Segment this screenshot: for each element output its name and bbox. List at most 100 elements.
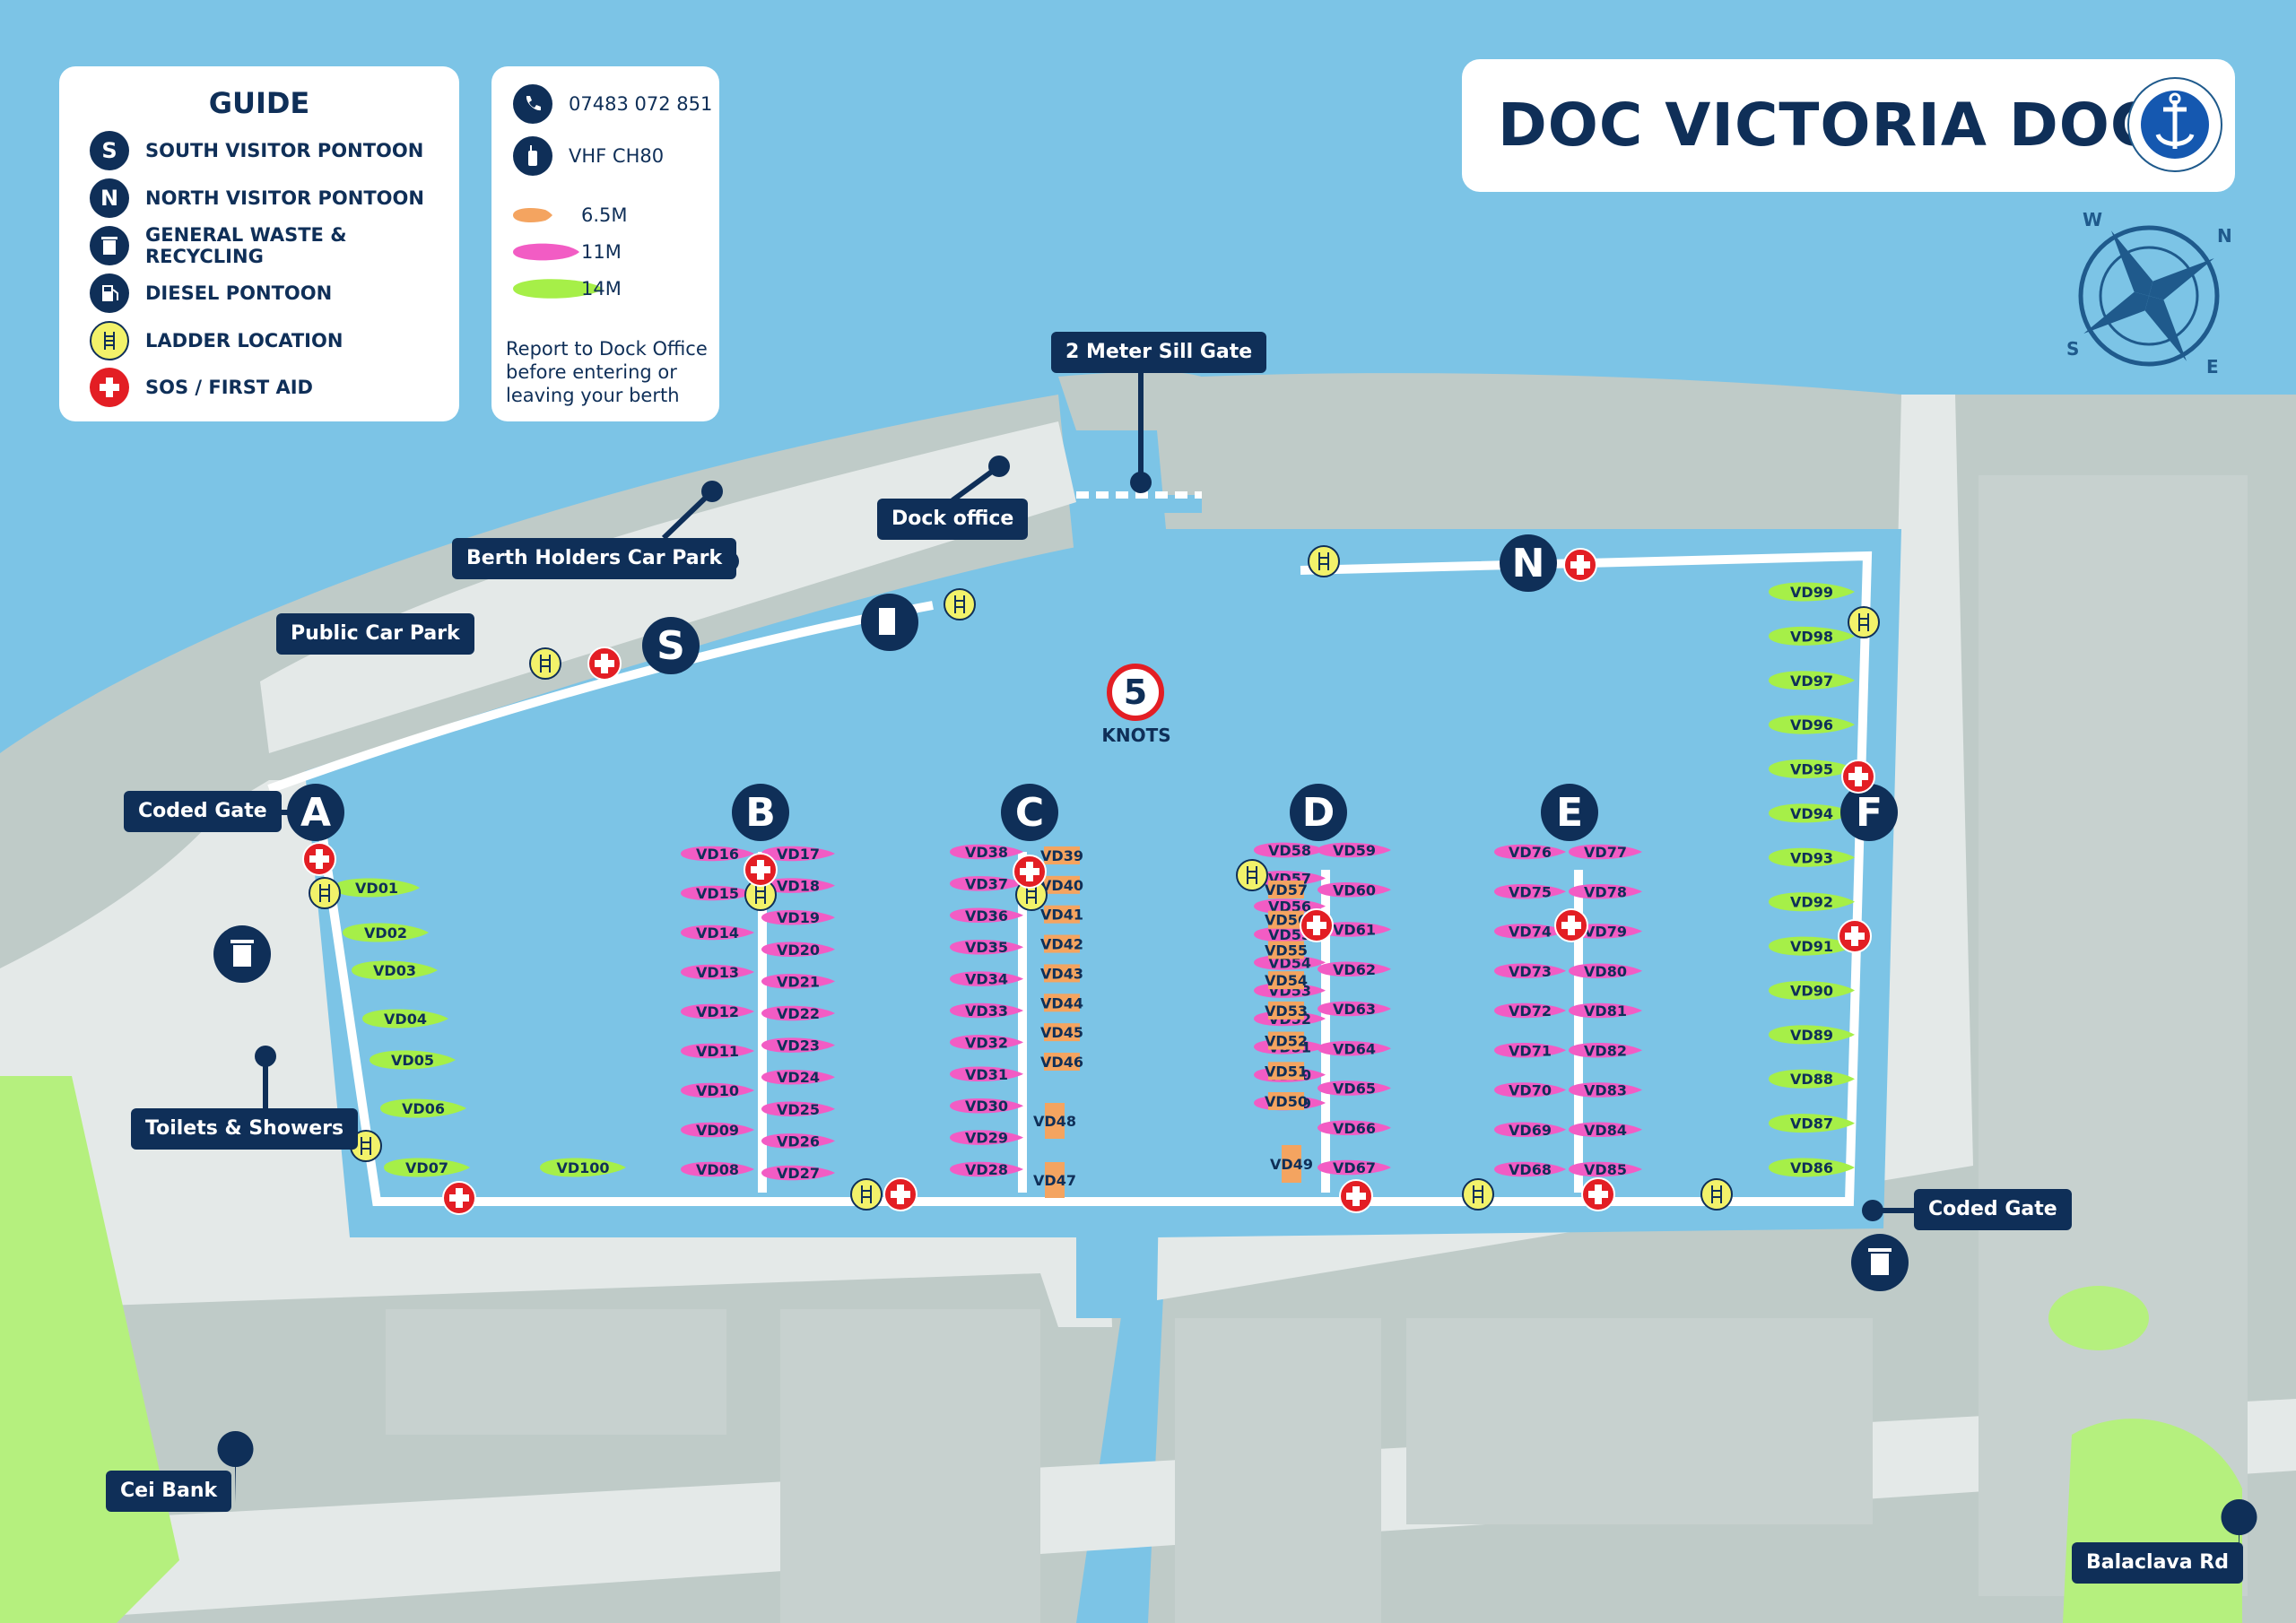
berth-vd34[interactable] [950,971,1023,986]
berth-vd28[interactable] [950,1161,1023,1177]
toilets-label[interactable]: Toilets & Showers [131,1108,359,1150]
berth-vd80[interactable] [1569,963,1642,979]
berth-vd83[interactable] [1569,1082,1642,1098]
pontoon-c-marker[interactable] [1001,784,1058,841]
berth-vd77[interactable] [1569,844,1642,860]
berth-vd23[interactable] [761,1037,835,1053]
berth-vd67[interactable] [1318,1159,1391,1176]
berth-vd16[interactable] [681,846,754,862]
berth-vd59[interactable] [1318,842,1391,858]
berth-vd88[interactable] [1769,1069,1855,1089]
berth-vd09[interactable] [681,1122,754,1138]
berth-vd57[interactable] [1268,881,1304,898]
berth-vd49[interactable] [1282,1145,1301,1183]
berth-vd48[interactable] [1045,1103,1065,1139]
pontoon-a-marker[interactable] [287,784,344,841]
berth-vd51[interactable] [1268,1062,1304,1081]
berth-vd19[interactable] [761,909,835,925]
berth-vd81[interactable] [1569,1002,1642,1019]
berth-vd94[interactable] [1769,803,1855,823]
berth-vd73[interactable] [1494,963,1566,979]
berth-vd12[interactable] [681,1003,754,1020]
sill-gate-label[interactable]: 2 Meter Sill Gate [1051,332,1267,373]
berth-vd66[interactable] [1318,1120,1391,1136]
berth-vd15[interactable] [681,885,754,901]
berth-vd07[interactable] [384,1158,470,1177]
berth-vd29[interactable] [950,1130,1023,1145]
berth-vd06[interactable] [380,1098,466,1118]
berth-vd40[interactable] [1044,875,1080,894]
berth-vd45[interactable] [1044,1023,1080,1042]
berth-vd58[interactable] [1254,842,1326,858]
berth-vd95[interactable] [1769,759,1855,779]
berth-vd02[interactable] [343,923,429,942]
dock-office-label[interactable]: Dock office [877,499,1029,540]
berth-vd70[interactable] [1494,1082,1566,1098]
pontoon-e-marker[interactable] [1541,784,1598,841]
berth-vd54[interactable] [1268,971,1304,990]
public-car-park-label[interactable]: Public Car Park [276,613,474,655]
berth-vd71[interactable] [1494,1043,1566,1058]
berth-vd39[interactable] [1044,846,1080,864]
berth-vd21[interactable] [761,974,835,989]
berth-vd32[interactable] [950,1035,1023,1050]
berth-vd43[interactable] [1044,964,1080,983]
berth-vd87[interactable] [1769,1114,1855,1133]
berth-vd61[interactable] [1318,922,1391,937]
berth-vd53[interactable] [1268,1001,1304,1020]
pontoon-n-marker[interactable] [1500,534,1557,592]
berth-vd24[interactable] [761,1069,835,1085]
berth-vd84[interactable] [1569,1122,1642,1138]
berth-vd41[interactable] [1044,905,1080,924]
berth-vd56[interactable] [1268,910,1304,929]
berth-vd27[interactable] [761,1165,835,1181]
berth-vd26[interactable] [761,1133,835,1149]
berth-vd55[interactable] [1268,941,1304,959]
cei-bank-label[interactable]: Cei Bank [106,1471,232,1512]
berth-vd91[interactable] [1769,936,1855,956]
berth-vd98[interactable] [1769,626,1855,646]
berth-vd50[interactable] [1268,1092,1304,1110]
berth-vd75[interactable] [1494,884,1566,899]
berth-vd85[interactable] [1569,1161,1642,1177]
berth-vd96[interactable] [1769,715,1855,734]
berth-vd17[interactable] [761,846,835,862]
berth-vd97[interactable] [1769,671,1855,690]
berth-vd74[interactable] [1494,924,1566,939]
berth-vd38[interactable] [950,844,1023,860]
berth-vd89[interactable] [1769,1025,1855,1045]
berth-vd30[interactable] [950,1098,1023,1114]
coded-gate-f-label[interactable]: Coded Gate [1914,1189,2072,1230]
berth-vd10[interactable] [681,1082,754,1098]
berth-vd04[interactable] [362,1009,448,1028]
berth-vd92[interactable] [1769,892,1855,912]
berth-vd86[interactable] [1769,1158,1855,1177]
pontoon-b-marker[interactable] [732,784,789,841]
berth-vd33[interactable] [950,1002,1023,1019]
berth-vd25[interactable] [761,1101,835,1117]
berth-vd78[interactable] [1569,884,1642,899]
berth-vd52[interactable] [1268,1031,1304,1050]
berth-vd08[interactable] [681,1161,754,1177]
berth-vd36[interactable] [950,907,1023,924]
berth-vd37[interactable] [950,876,1023,891]
berth-vd35[interactable] [950,939,1023,955]
berth-vd68[interactable] [1494,1161,1566,1177]
balaclava-label[interactable]: Balaclava Rd [2072,1542,2243,1584]
pontoon-s-marker[interactable] [642,617,700,674]
berth-vd47[interactable] [1045,1162,1065,1198]
berth-vd44[interactable] [1044,994,1080,1012]
berth-vd82[interactable] [1569,1043,1642,1058]
berth-vd93[interactable] [1769,847,1855,867]
berth-vd63[interactable] [1318,1001,1391,1017]
berth-vd69[interactable] [1494,1122,1566,1138]
berth-vd90[interactable] [1769,980,1855,1000]
berth-vd62[interactable] [1318,961,1391,977]
berth-vd60[interactable] [1318,882,1391,898]
berth-vd03[interactable] [352,960,438,980]
berth-vd20[interactable] [761,942,835,958]
pontoon-d-marker[interactable] [1290,784,1347,841]
berth-vd14[interactable] [681,924,754,941]
berth-vd22[interactable] [761,1005,835,1021]
berth-vd42[interactable] [1044,934,1080,953]
